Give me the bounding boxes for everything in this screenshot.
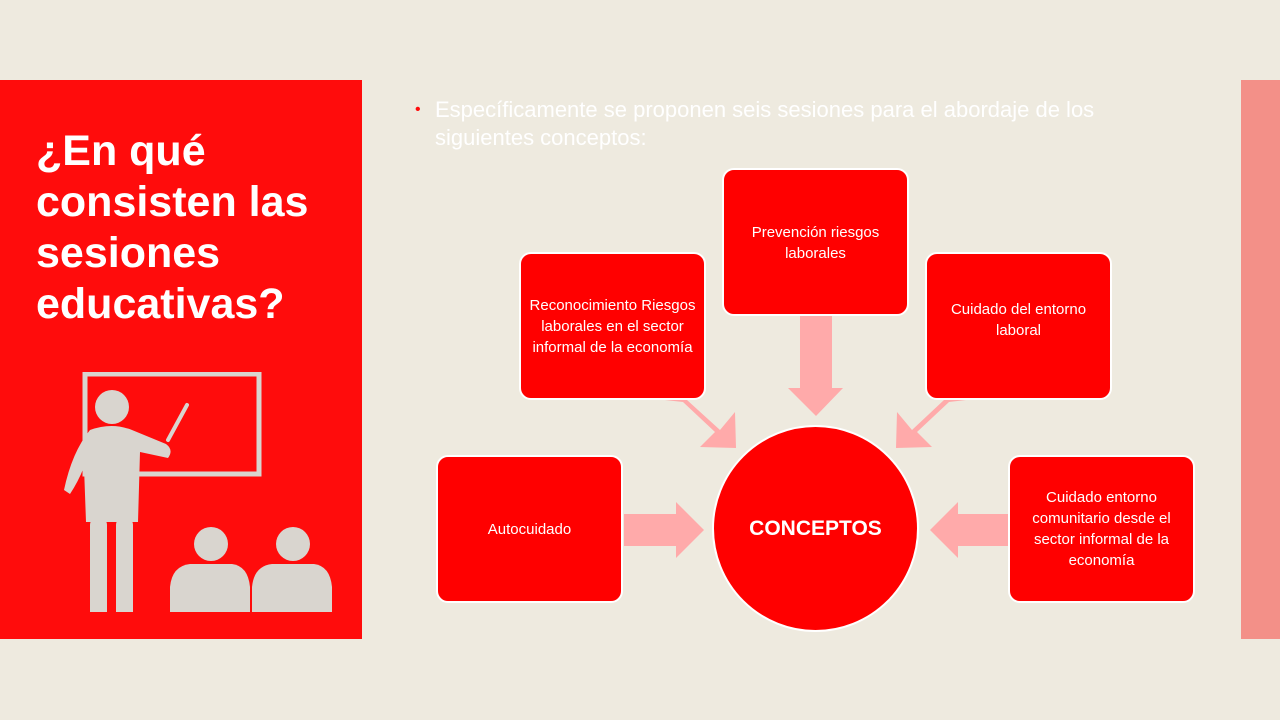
node-reconocimiento: Reconocimiento Riesgos laborales en el s… — [519, 252, 706, 400]
arrow-left — [930, 502, 1008, 558]
decorative-strip — [1241, 80, 1280, 639]
teacher-with-students-icon — [64, 372, 332, 612]
node-autocuidado: Autocuidado — [436, 455, 623, 603]
bullet-item: • Específicamente se proponen seis sesio… — [415, 96, 1185, 152]
arrow-down — [788, 316, 843, 416]
bullet-dot-icon: • — [415, 101, 421, 118]
arrow-down-right — [665, 400, 736, 448]
arrow-right — [624, 502, 704, 558]
arrow-down-left — [896, 400, 966, 448]
node-prevencion: Prevención riesgos laborales — [722, 168, 909, 316]
node-cuidado-entorno-comunitario: Cuidado entorno comunitario desde el sec… — [1008, 455, 1195, 603]
concepts-hub: CONCEPTOS — [712, 425, 919, 632]
slide-title: ¿En qué consisten las sesiones educativa… — [36, 127, 309, 328]
bullet-text: Específicamente se proponen seis sesione… — [435, 97, 1095, 150]
node-cuidado-entorno-laboral: Cuidado del entorno laboral — [925, 252, 1112, 400]
title-panel: ¿En qué consisten las sesiones educativa… — [0, 80, 362, 639]
